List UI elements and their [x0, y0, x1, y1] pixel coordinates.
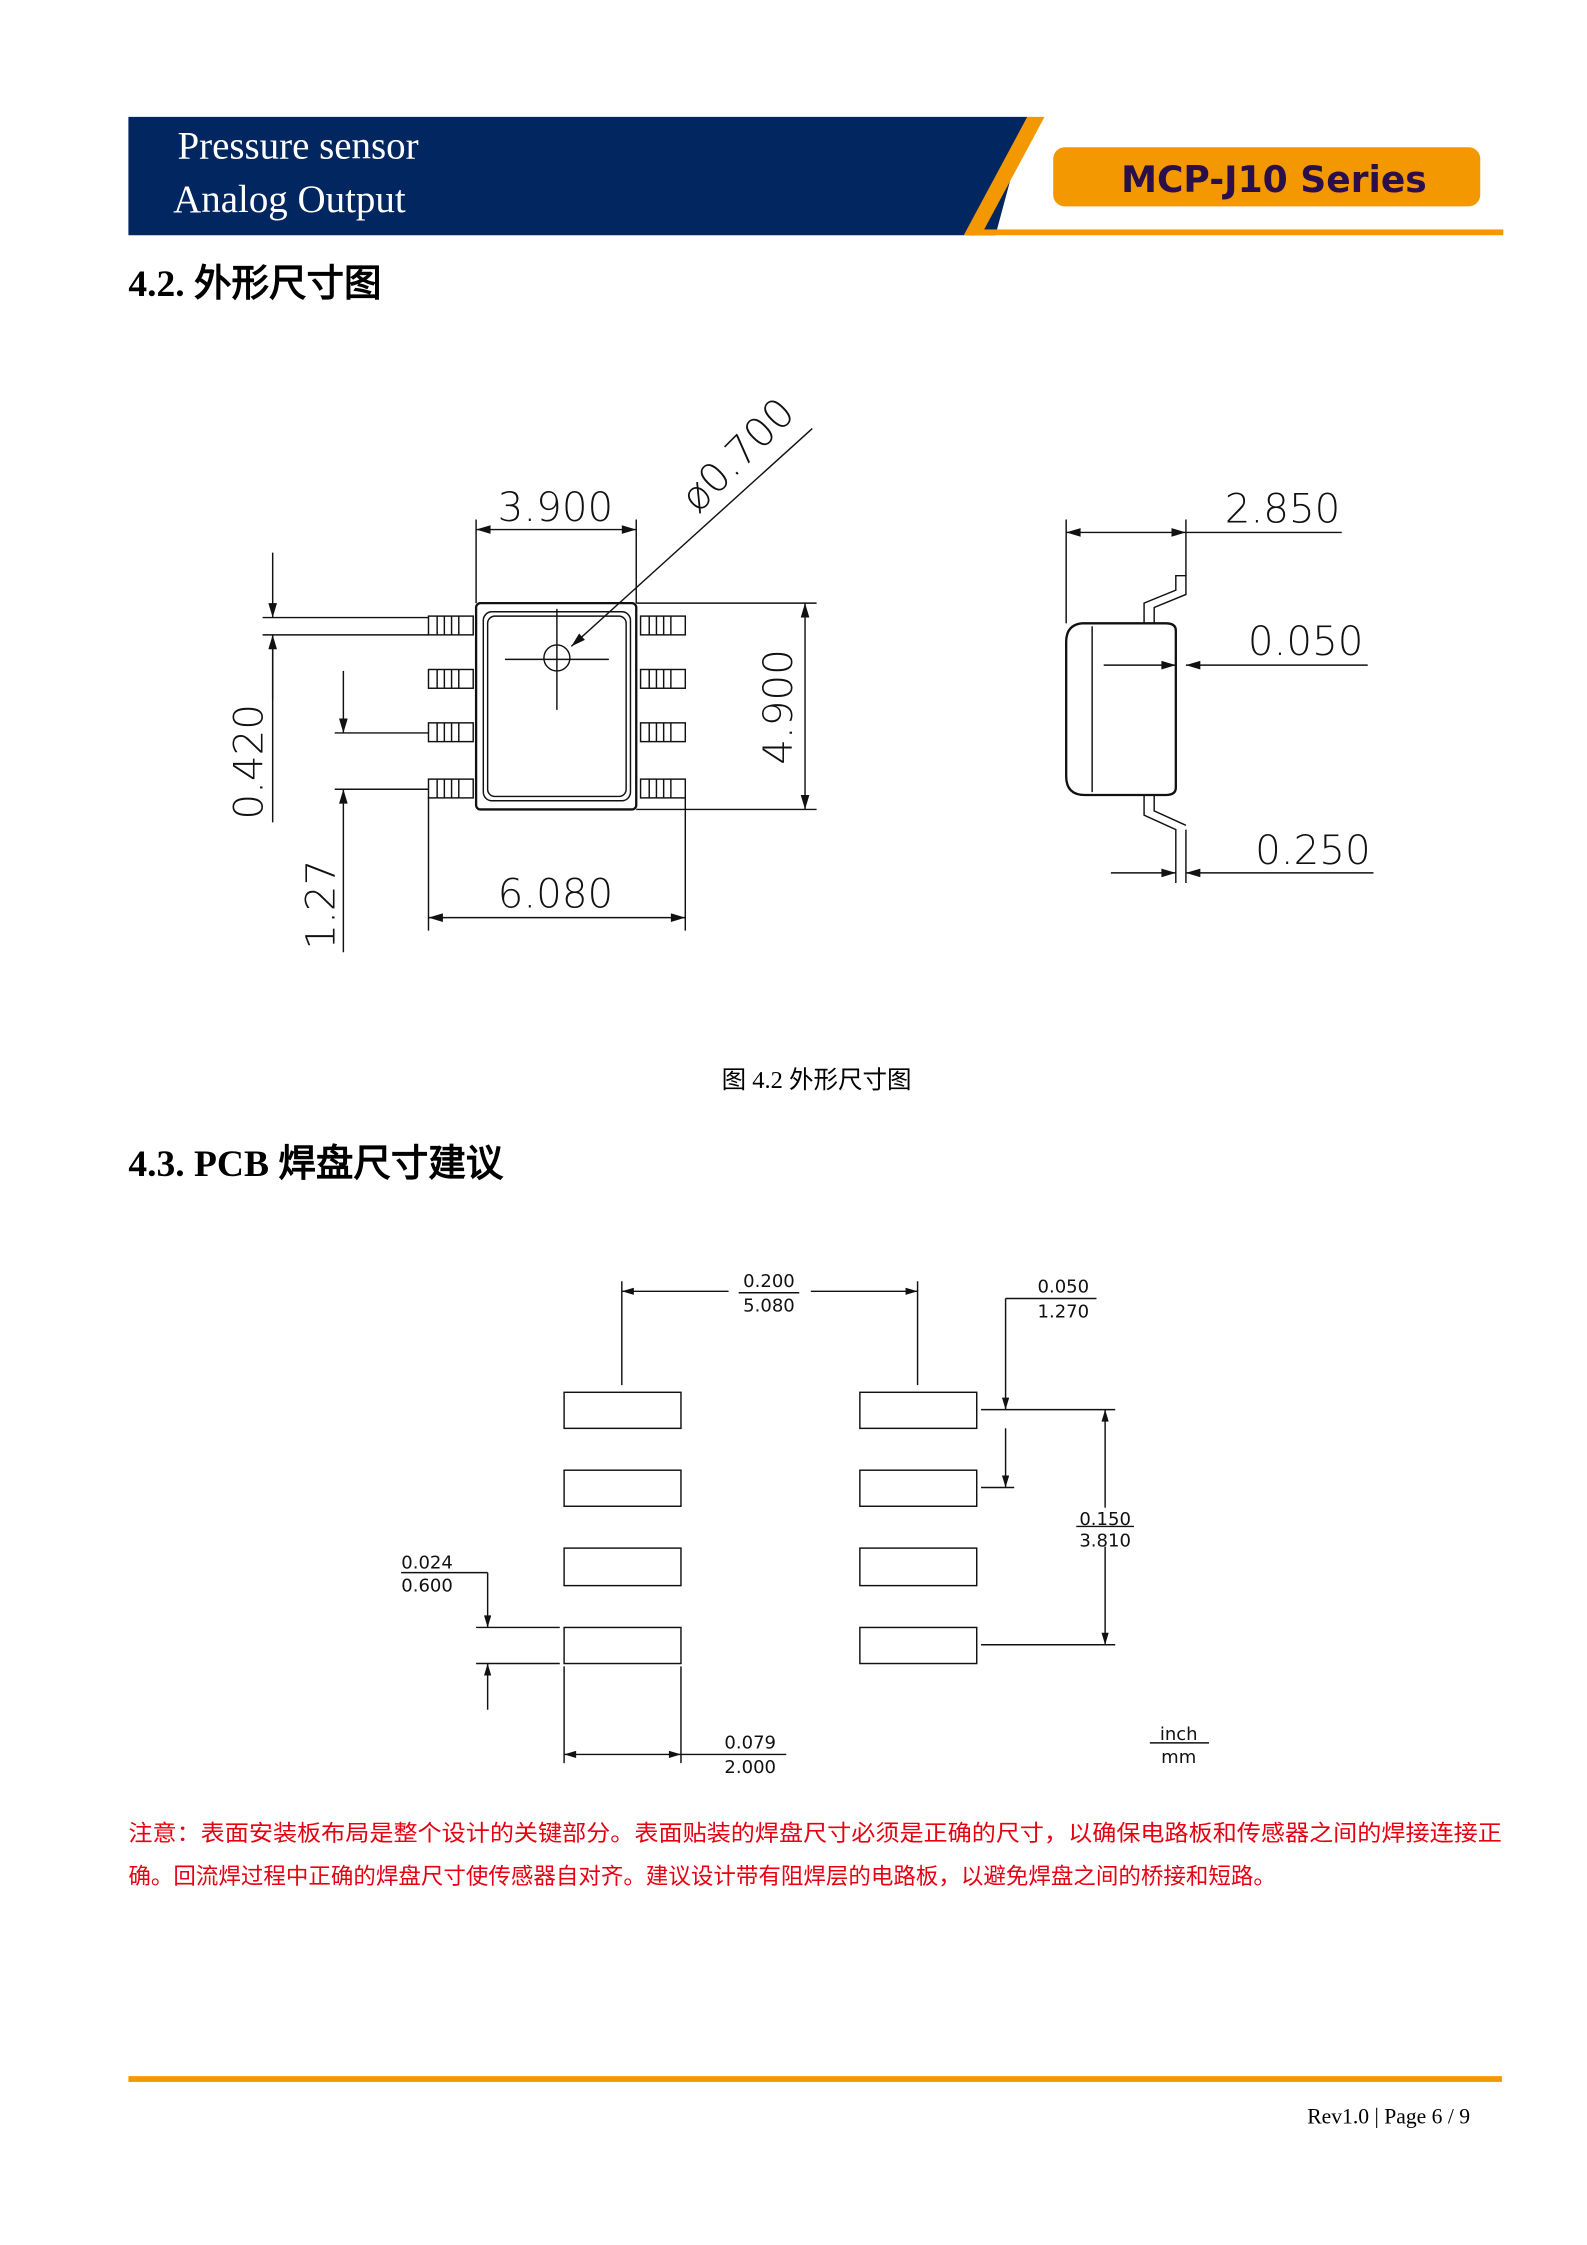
dim-height: 2.850	[1225, 485, 1341, 532]
dim-pad-length-inch: 0.079	[724, 1733, 776, 1754]
page-header: Pressure sensor Analog Output MCP-J10 Se…	[128, 116, 1504, 236]
dim-row-spacing-inch: 0.200	[743, 1271, 795, 1292]
dim-row-spacing-mm: 5.080	[743, 1295, 795, 1316]
dim-pad-length-mm: 2.000	[724, 1757, 776, 1778]
units-legend-mm: mm	[1161, 1747, 1196, 1768]
dim-pad-pitch-mm: 1.270	[1038, 1301, 1090, 1322]
series-badge-label: MCP-J10 Series	[1121, 159, 1427, 201]
note-line-1: 注意：表面安装板布局是整个设计的关键部分。表面贴装的焊盘尺寸必须是正确的尺寸，以…	[128, 1821, 1501, 1846]
dim-port-diameter: ø0.700	[672, 389, 804, 521]
header-orange-rule	[975, 229, 1504, 236]
dim-overall-width: 6.080	[498, 871, 614, 918]
section-heading-4-2: 4.2. 外形尺寸图	[128, 263, 381, 305]
right-pads	[859, 1391, 978, 1665]
header-title-line1: Pressure sensor	[177, 125, 418, 168]
dim-body-width: 3.900	[498, 484, 614, 531]
dim-pad-pitch-inch: 0.050	[1038, 1277, 1090, 1298]
right-pins	[639, 615, 687, 799]
figure-caption: 图 4.2 外形尺寸图	[722, 1066, 912, 1094]
dim-span-mm: 3.810	[1079, 1531, 1131, 1552]
series-badge	[1053, 147, 1481, 207]
side-view	[1065, 574, 1187, 884]
footer-orange-rule	[128, 2076, 1502, 2082]
dim-lead-thickness: 0.250	[1255, 827, 1371, 874]
dim-standoff: 0.050	[1248, 618, 1364, 665]
dim-pad-height-inch: 0.024	[401, 1552, 453, 1573]
section-heading-4-3: 4.3. PCB 焊盘尺寸建议	[128, 1143, 503, 1185]
left-pads	[563, 1391, 682, 1665]
note-line-2: 确。回流焊过程中正确的焊盘尺寸使传感器自对齐。建议设计带有阻焊层的电路板，以避免…	[128, 1864, 1276, 1889]
left-pins	[427, 615, 474, 799]
pcb-land-pattern-drawing: 0.200 5.080 0.050 1.270 0.150 3.810 0.02…	[401, 1271, 1210, 1778]
dim-lead-width: 0.420	[226, 704, 273, 820]
dim-pitch: 1.27	[298, 860, 345, 950]
header-orange-slash	[963, 116, 1045, 236]
units-legend-inch: inch	[1160, 1724, 1198, 1745]
header-title-line2: Analog Output	[173, 178, 406, 221]
dim-span-inch: 0.150	[1079, 1509, 1131, 1530]
header-navy-band	[128, 116, 1028, 236]
dim-pad-height-mm: 0.600	[401, 1575, 453, 1596]
dim-body-length: 4.900	[755, 649, 802, 765]
outline-dimension-drawing: 3.900 ø0.700 4.900 0.420 1.27 6.080	[226, 389, 1374, 953]
page-info: Rev1.0 | Page 6 / 9	[1307, 2105, 1470, 2129]
